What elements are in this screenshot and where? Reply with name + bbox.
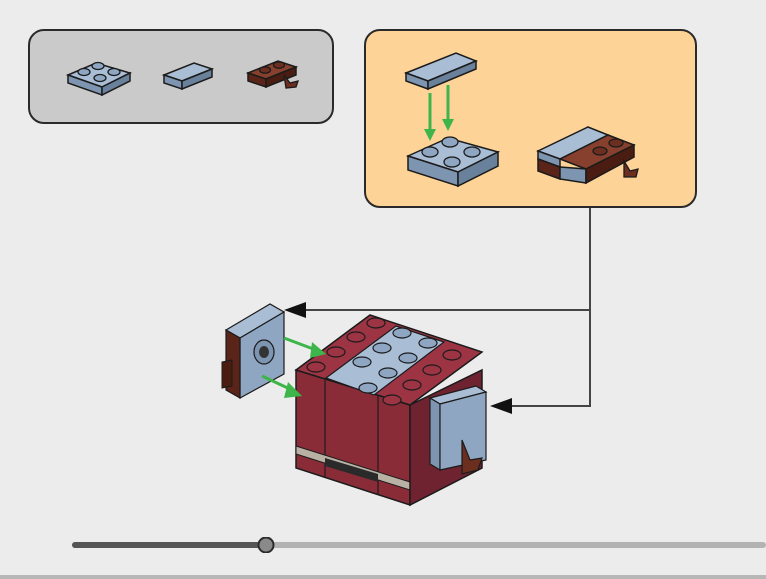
left-subassembly bbox=[222, 304, 284, 398]
part-plate-2x2 bbox=[68, 63, 130, 96]
sub-tile bbox=[406, 53, 476, 89]
callout-arrowhead-right bbox=[490, 398, 512, 414]
part-tile-1x2 bbox=[164, 63, 212, 89]
progress-slider[interactable] bbox=[72, 537, 766, 553]
callout-lines bbox=[302, 208, 590, 406]
sub-plate-2x2 bbox=[408, 137, 498, 186]
callout-arrowhead-left bbox=[284, 302, 306, 318]
progress-knob[interactable] bbox=[259, 538, 274, 553]
subassembly-panel bbox=[364, 29, 697, 208]
parts-list-panel bbox=[28, 29, 334, 124]
parts-list-svg bbox=[30, 31, 332, 122]
insert-arrows bbox=[262, 338, 326, 398]
attach-arrows bbox=[424, 85, 454, 141]
subassembly-svg bbox=[366, 31, 695, 206]
part-plate-1x2-clip bbox=[248, 61, 298, 88]
main-model bbox=[296, 315, 486, 505]
page-bottom-border bbox=[0, 575, 766, 579]
progress-fill bbox=[72, 542, 266, 548]
sub-result bbox=[538, 127, 638, 183]
